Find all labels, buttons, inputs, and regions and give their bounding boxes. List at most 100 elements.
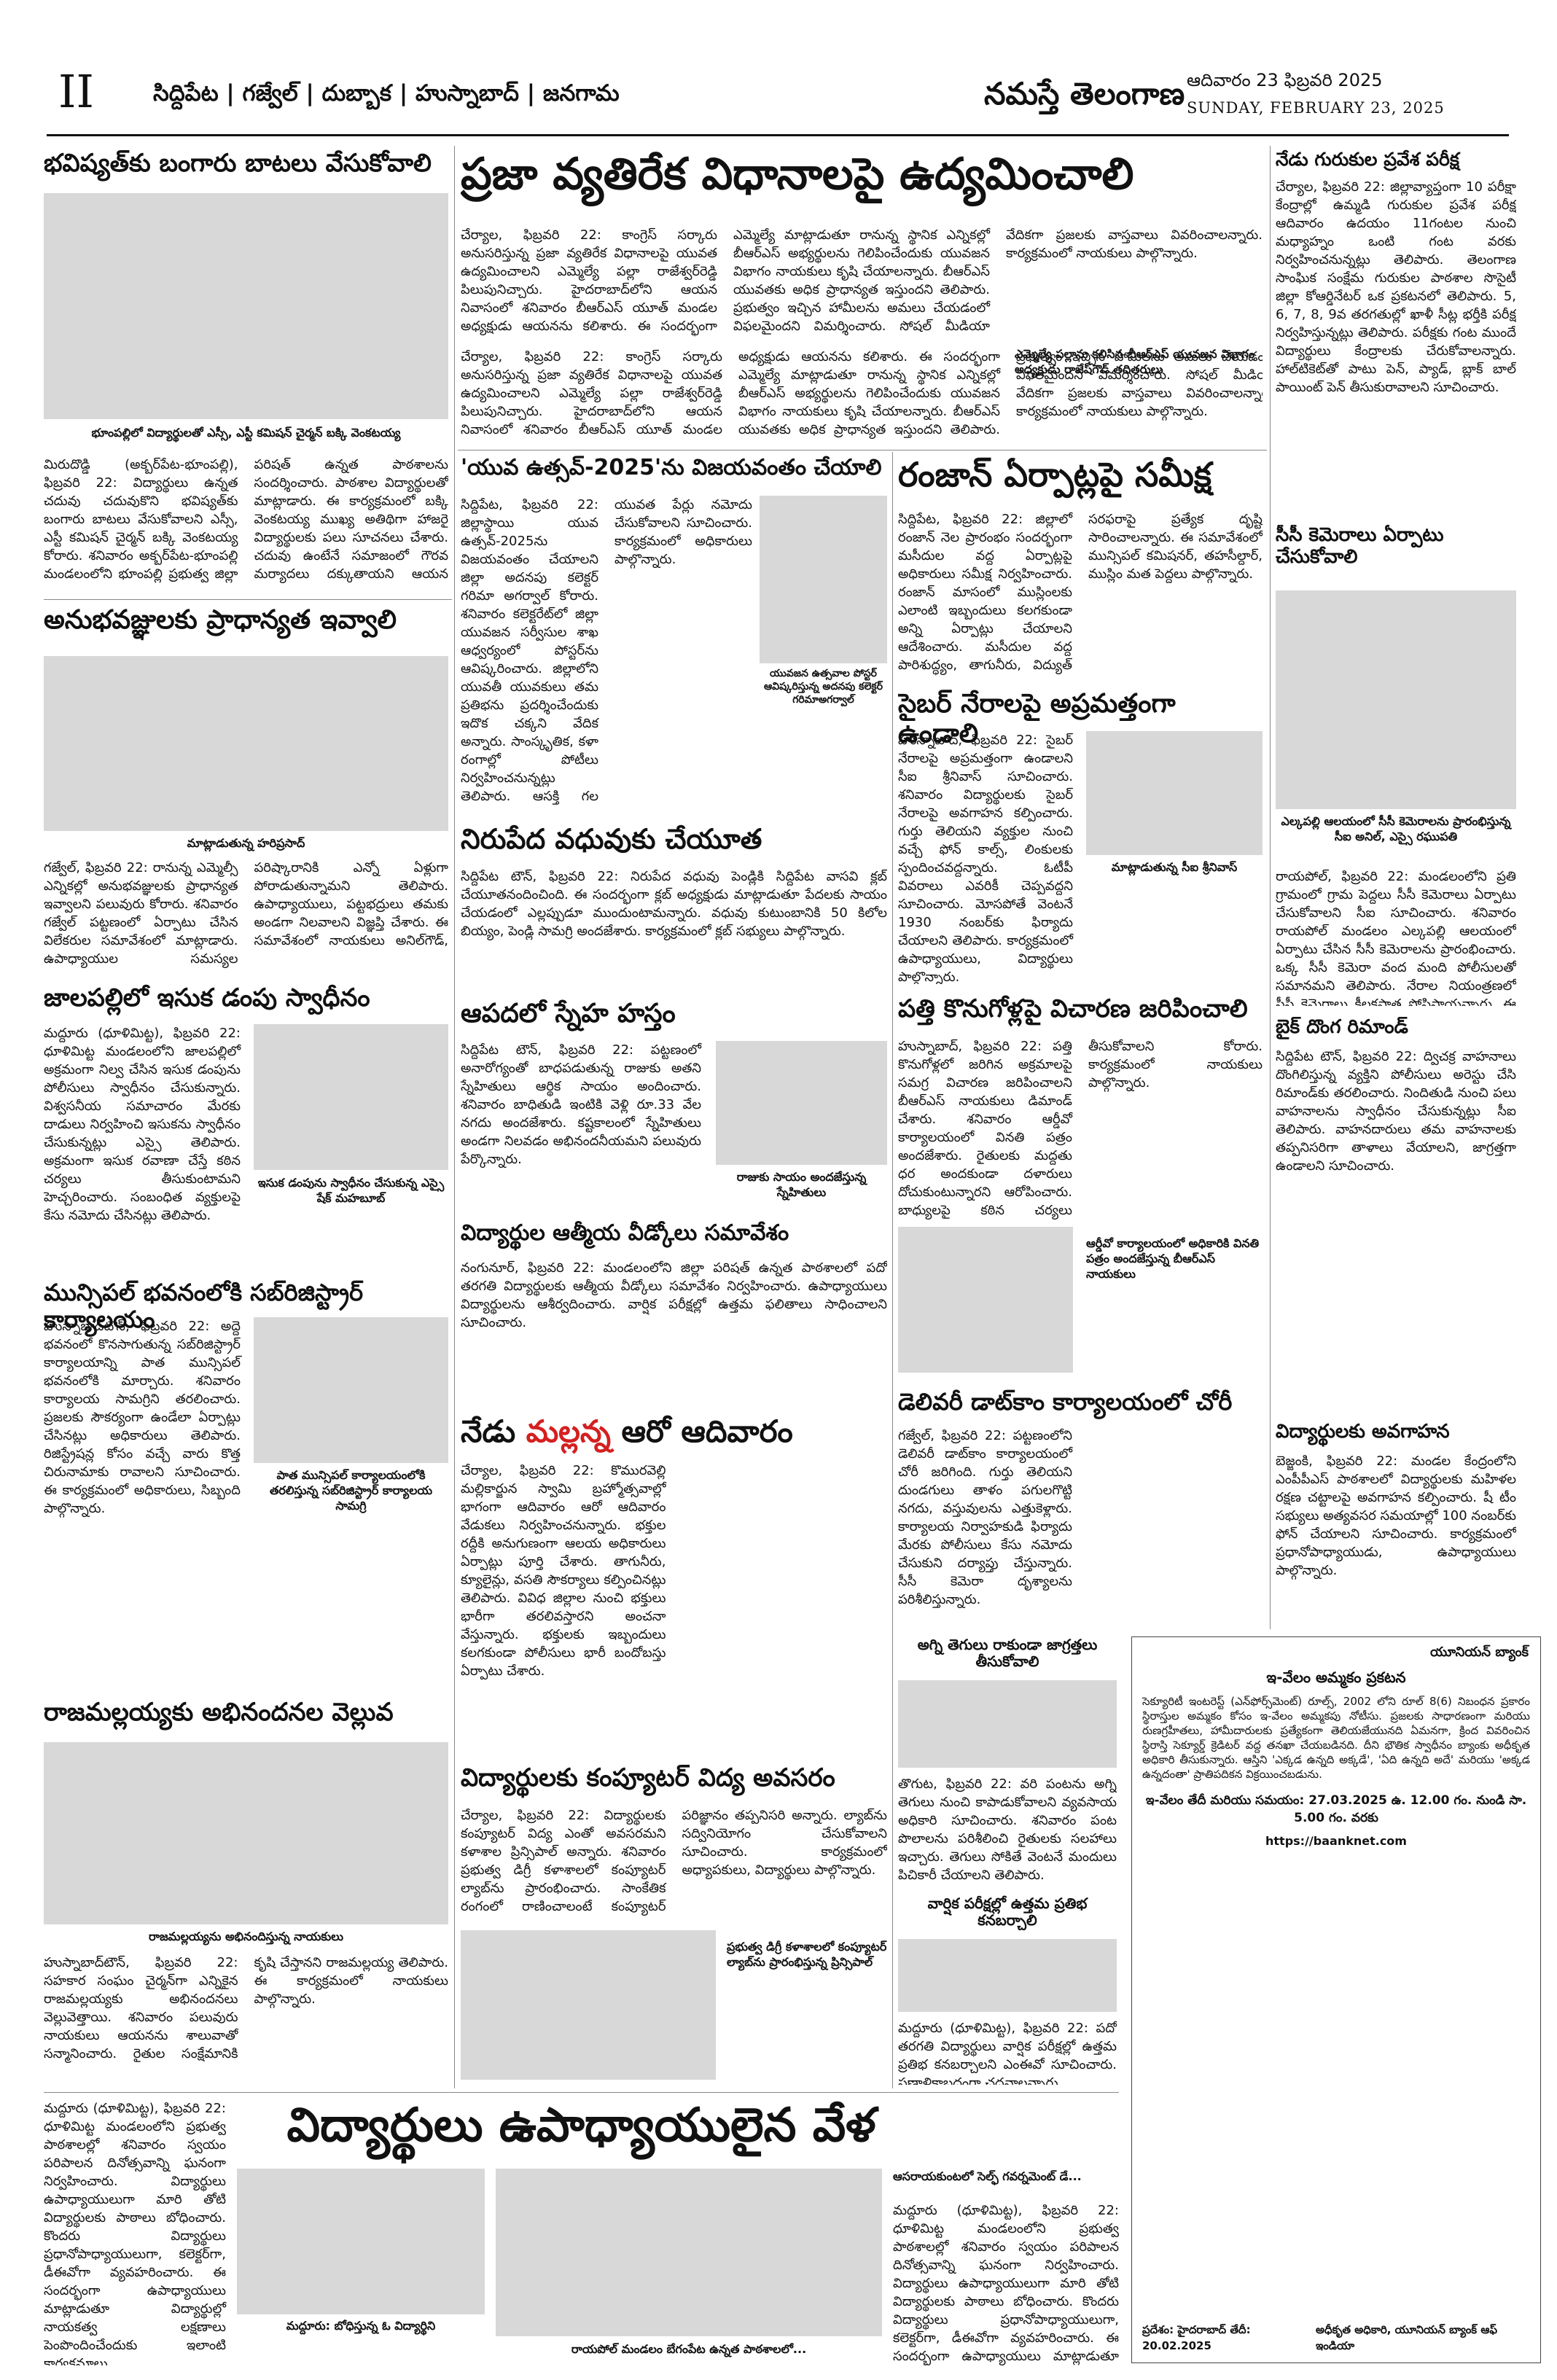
page-header: II సిద్దిపేట | గజ్వేల్ | దుబ్బాక | హుస్న… xyxy=(0,0,1557,118)
row-separator xyxy=(44,2092,1119,2093)
article-body: నంగునూర్, ఫిబ్రవరి 22: మండలంలోని జిల్లా … xyxy=(461,1260,887,1330)
article-body: మద్దూరు (ధూళిమిట్ట), ఫిబ్రవరి 22: పదో తర… xyxy=(898,2021,1117,2085)
article-body: సిద్దిపేట, ఫిబ్రవరి 22: జిల్లాలో రంజాన్ … xyxy=(898,512,1263,673)
article-body: బెజ్జంకి, ఫిబ్రవరి 22: మండల కేంద్రంలోని … xyxy=(1276,1454,1516,1578)
article-headline: విద్యార్థులు ఉపాధ్యాయులైన వేళ xyxy=(286,2099,876,2153)
notice-signatory: అధీకృత అధికారి, యూనియన్ బ్యాంక్ ఆఫ్ ఇండి… xyxy=(1315,2323,1497,2352)
article-photo xyxy=(1086,731,1263,855)
article-experience: అనుభవజ్ఞులకు ప్రాధాన్యత ఇవ్వాలి మాట్లాడు… xyxy=(44,605,448,973)
article-photo-1 xyxy=(237,2169,485,2314)
article-yuva-utsav: 'యువ ఉత్సవ్-2025'ను విజయవంతం చేయాలి సిద్… xyxy=(461,456,887,813)
bank-logo: యూనియన్ బ్యాంక్ xyxy=(1430,1644,1529,1660)
article-friendship: ఆపదలో స్నేహ హస్తం సిద్దిపేట టౌన్, ఫిబ్రవ… xyxy=(461,999,887,1210)
auction-website[interactable]: https://baanknet.com xyxy=(1265,1834,1407,1848)
photo-caption: ఎల్కపల్లి ఆలయంలో సీసీ కెమెరాలను ప్రారంభి… xyxy=(1281,814,1511,843)
article-gurukul: నేడు గురుకుల ప్రవేశ పరీక్ష చేర్యాల, ఫిబ్… xyxy=(1276,149,1516,514)
edition-list: సిద్దిపేట | గజ్వేల్ | దుబ్బాక | హుస్నాబా… xyxy=(153,80,620,106)
article-headline: బైక్ దొంగ రిమాండ్ xyxy=(1276,1017,1408,1038)
date-english: SUNDAY, FEBRUARY 23, 2025 xyxy=(1187,99,1445,117)
article-headline: పత్తి కొనుగోళ్లపై విచారణ జరిపించాలి xyxy=(898,995,1248,1023)
photo-caption: భూంపల్లిలో విద్యార్థులతో ఎస్సీ, ఎస్టీ కమ… xyxy=(91,426,401,440)
page-number: II xyxy=(58,65,94,118)
article-bike-thief: బైక్ దొంగ రిమాండ్ సిద్దిపేట టౌన్, ఫిబ్రవ… xyxy=(1276,1017,1516,1411)
article-headline: నిరుపేద వధువుకు చేయూత xyxy=(461,824,762,855)
article-photo xyxy=(461,1930,716,2080)
article-headline: వార్షిక పరీక్షల్లో ఉత్తమ ప్రతిభ కనబర్చాల… xyxy=(927,1895,1088,1929)
article-photo-2 xyxy=(496,2169,882,2336)
article-awareness: విద్యార్థులకు అవగాహన బెజ్జంకి, ఫిబ్రవరి … xyxy=(1276,1421,1516,1626)
article-cyber: సైబర్ నేరాలపై అప్రమత్తంగా ఉండాలి హుస్నాబ… xyxy=(898,689,1263,984)
photo-caption-2: రాయపోల్ మండలం బేగంపేట ఉన్నత పాఠశాలలో... xyxy=(571,2342,807,2356)
article-body: సిద్దిపేట టౌన్, ఫిబ్రవరి 22: పట్టణంలో అన… xyxy=(461,1042,701,1167)
headline-suffix: ఆరో ఆదివారం xyxy=(610,1414,793,1449)
article-headline: విద్యార్థులకు అవగాహన xyxy=(1276,1421,1450,1443)
photo-caption: యువజన ఉత్సవాల పోస్టర్ ఆవిష్కరిస్తున్న అద… xyxy=(764,668,883,706)
article-body: హుస్నాబాద్, ఫిబ్రవరి 22: సైబర్ నేరాలపై అ… xyxy=(898,733,1073,984)
article-photo xyxy=(760,496,887,663)
article-headline: నేడు మల్లన్న ఆరో ఆదివారం xyxy=(461,1414,887,1449)
notice-title: ఇ-వేలం అమ్మకం ప్రకటన xyxy=(1266,1669,1406,1686)
article-headline: విద్యార్థుల ఆత్మీయ వీడ్కోలు సమావేశం xyxy=(461,1221,789,1246)
headline-prefix: నేడు xyxy=(461,1414,526,1449)
notice-body: సెక్యూరిటీ ఇంటరెస్ట్ (ఎన్‌ఫోర్స్‌మెంట్) … xyxy=(1142,1695,1530,1781)
article-body-cont: మద్దూరు (ధూళిమిట్ట), ఫిబ్రవరి 22: ధూళిమి… xyxy=(893,2203,1119,2364)
article-body: మద్దూరు (ధూళిమిట్ట), ఫిబ్రవరి 22: ధూళిమి… xyxy=(44,1026,241,1223)
headline-highlight: మల్లన్న xyxy=(526,1414,611,1449)
article-photo xyxy=(44,193,448,419)
article-body: తొగుట, ఫిబ్రవరి 22: వరి పంటను అగ్ని తెగు… xyxy=(898,1776,1117,1883)
header-rule xyxy=(47,134,1509,136)
notice-place-date: ప్రదేశం: హైదరాబాద్ తేదీ: 20.02.2025 xyxy=(1142,2323,1251,2352)
article-protest: ప్రజా వ్యతిరేక విధానాలపై ఉద్యమించాలి చేర… xyxy=(461,149,1263,445)
column-separator xyxy=(892,452,893,2088)
article-headline: మున్సిపల్ భవనంలోకి సబ్‌రిజిస్ట్రార్ కార్… xyxy=(44,1279,364,1333)
article-photo xyxy=(44,1742,448,1924)
article-body: చేర్యాల, ఫిబ్రవరి 22: కాంగ్రెస్ సర్కారు … xyxy=(461,227,1263,334)
photo-caption: ఆర్డీవో కార్యాలయంలో అధికారికి వినతి పత్ర… xyxy=(1086,1236,1260,1281)
article-headline: రాజమల్లయ్యకు అభినందనల వెల్లువ xyxy=(44,1698,394,1727)
notice-footer: ప్రదేశం: హైదరాబాద్ తేదీ: 20.02.2025 అధీక… xyxy=(1142,2323,1530,2355)
column-separator xyxy=(454,146,455,2088)
article-subregistrar: మున్సిపల్ భవనంలోకి సబ్‌రిజిస్ట్రార్ కార్… xyxy=(44,1279,448,1688)
article-body: గజ్వేల్, ఫిబ్రవరి 22: రానున్న ఎమ్మెల్సీ … xyxy=(44,860,448,967)
article-headline: సైబర్ నేరాలపై అప్రమత్తంగా ఉండాలి xyxy=(898,689,1176,749)
row-separator xyxy=(44,599,452,600)
article-headline: ఆపదలో స్నేహ హస్తం xyxy=(461,999,676,1029)
article-sand: జాలపల్లిలో ఇసుక డంపు స్వాధీనం మద్దూరు (ధ… xyxy=(44,984,448,1268)
masthead: నమస్తే తెలంగాణ xyxy=(984,76,1185,112)
article-photo xyxy=(254,1317,448,1463)
photo-caption: మాట్లాడుతున్న సీఐ శ్రీనివాస్ xyxy=(1111,860,1238,874)
article-headline: భవిష్యత్‌కు బంగారు బాటలు వేసుకోవాలి xyxy=(44,149,432,178)
article-photo xyxy=(898,1227,1073,1373)
photo-caption: రాజమల్లయ్యను అభినందిస్తున్న నాయకులు xyxy=(148,1930,344,1943)
article-body: హుస్నాబాద్‌టౌన్, ఫిబ్రవరి 22: అద్దె భవనం… xyxy=(44,1319,241,1516)
article-ramzan: రంజాన్ ఏర్పాట్లపై సమీక్ష సిద్దిపేట, ఫిబ్… xyxy=(898,456,1263,678)
photo-caption: ప్రభుత్వ డిగ్రీ కళాశాలలో కంప్యూటర్ ల్యాబ… xyxy=(727,1940,887,1969)
article-body: చేర్యాల, ఫిబ్రవరి 22: విద్యార్థులకు కంప్… xyxy=(461,1808,887,1914)
photo-caption-3: ఆసరాయకుంటలో సెల్ఫ్ గవర్నమెంట్ డే... xyxy=(893,2169,1082,2183)
article-exams: వార్షిక పరీక్షల్లో ఉత్తమ ప్రతిభ కనబర్చాల… xyxy=(898,1895,1117,2085)
photo-caption: పాత మున్సిపల్ కార్యాలయంలోకి తరలిస్తున్న … xyxy=(269,1468,433,1513)
article-cctv: సీసీ కెమెరాలు ఏర్పాటు చేసుకోవాలి ఎల్కపల్… xyxy=(1276,525,1516,1006)
article-bride: నిరుపేద వధువుకు చేయూత సిద్దిపేట టౌన్, ఫి… xyxy=(461,824,887,988)
article-body: రాయపోల్, ఫిబ్రవరి 22: మండలంలోని ప్రతి గ్… xyxy=(1276,869,1516,1006)
article-headline: ప్రజా వ్యతిరేక విధానాలపై ఉద్యమించాలి xyxy=(461,149,1134,200)
article-body: గజ్వేల్, ఫిబ్రవరి 22: పట్టణంలోని డెలివరీ… xyxy=(898,1428,1072,1607)
article-body: మిరుదొడ్డి (అక్బర్‌పేట-భూంపల్లి), ఫిబ్రవ… xyxy=(44,457,448,582)
article-photo xyxy=(898,1939,1117,2012)
photo-caption: ఎమ్మెల్యే పల్లాను కలిసిన బీఆర్ఎస్ యువజన … xyxy=(1015,347,1255,376)
article-photo xyxy=(44,656,448,831)
photo-caption: మాట్లాడుతున్న హరిప్రసాద్ xyxy=(187,836,305,850)
bank-auction-notice: యూనియన్ బ్యాంక్ ఇ-వేలం అమ్మకం ప్రకటన సెక… xyxy=(1131,1636,1541,2363)
article-delivery-theft: డెలివరీ డాట్‌కాం కార్యాలయంలో చోరీ గజ్వేల… xyxy=(898,1389,1263,1626)
article-students-teachers: విద్యార్థులు ఉపాధ్యాయులైన వేళ మద్దూరు (ధ… xyxy=(44,2099,1119,2365)
article-photo xyxy=(1276,590,1516,809)
article-body: చేర్యాల, ఫిబ్రవరి 22: కొమురవెల్లి మల్లిక… xyxy=(461,1463,666,1679)
article-farewell: విద్యార్థుల ఆత్మీయ వీడ్కోలు సమావేశం నంగు… xyxy=(461,1221,887,1403)
article-photo xyxy=(716,1041,887,1165)
photo-caption: ఇసుక డంపును స్వాధీనం చేసుకున్న ఎస్సై షేక… xyxy=(257,1176,445,1205)
article-photo xyxy=(898,1680,1117,1768)
article-body: సిద్దిపేట, ఫిబ్రవరి 22: జిల్లాస్థాయి యువ… xyxy=(461,497,752,804)
article-body: హుస్నాబాద్‌టౌన్, ఫిబ్రవరి 22: సహకార సంఘం… xyxy=(44,1955,448,2061)
column-separator xyxy=(1270,146,1271,1629)
auction-date-line: ఇ-వేలం తేదీ మరియు సమయం: 27.03.2025 ఉ. 12… xyxy=(1145,1793,1527,1825)
